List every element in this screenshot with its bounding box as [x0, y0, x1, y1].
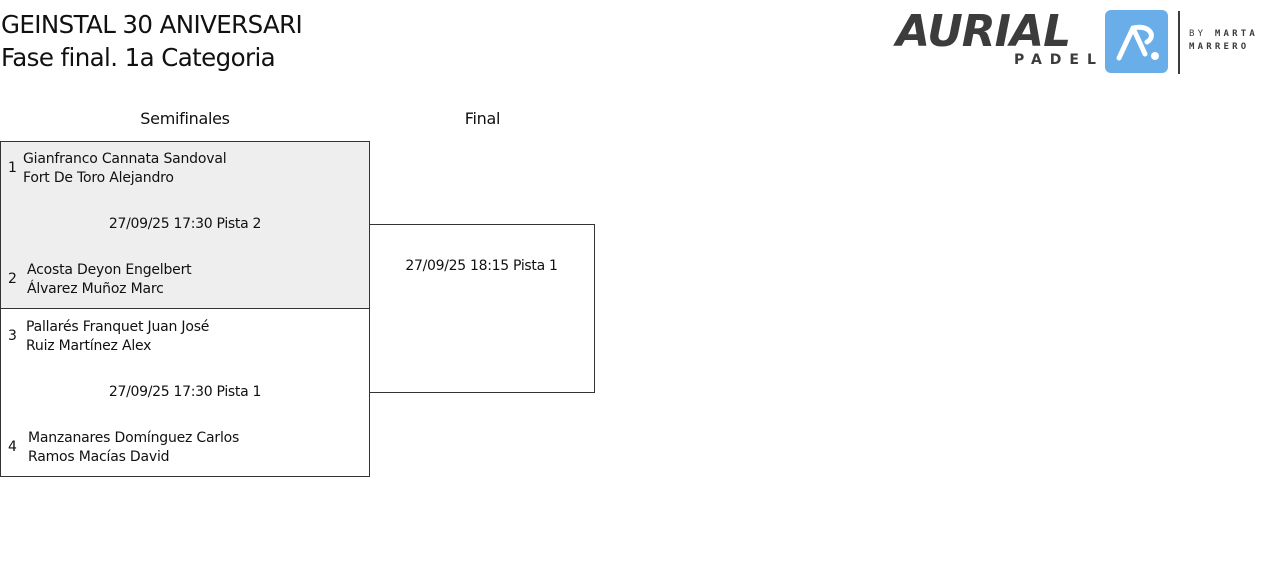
round-header-final: Final — [464, 109, 501, 128]
logo-subtitle: PADEL — [1014, 52, 1104, 68]
player-name: Gianfranco Cannata Sandoval — [23, 151, 227, 167]
player-name: Fort De Toro Alejandro — [23, 170, 174, 186]
final-match[interactable]: 27/09/25 18:15 Pista 1 — [369, 224, 595, 393]
team-seed-4: 4 Manzanares Domínguez Carlos Ramos Mací… — [1, 429, 369, 469]
player-name: Ramos Macías David — [28, 449, 170, 465]
logo-byline: BY MARTA MARRERO — [1189, 28, 1258, 54]
seed-number: 1 — [8, 160, 17, 176]
match-schedule: 27/09/25 18:15 Pista 1 — [405, 258, 558, 274]
logo-wordmark: AURIAL — [896, 6, 1071, 57]
phase-category: Fase final. 1a Categoria — [1, 43, 276, 72]
player-name: Álvarez Muñoz Marc — [27, 281, 164, 297]
seed-number: 2 — [8, 271, 17, 287]
team-seed-1: 1 Gianfranco Cannata Sandoval Fort De To… — [1, 150, 369, 190]
byline-name-1: MARTA — [1214, 29, 1258, 39]
semifinal-match-1[interactable]: 1 Gianfranco Cannata Sandoval Fort De To… — [0, 141, 370, 309]
aurial-padel-logo: AURIAL PADEL BY MARTA MARRERO — [896, 9, 1276, 77]
seed-number: 3 — [8, 328, 17, 344]
byline-prefix: BY — [1189, 29, 1207, 39]
team-seed-3: 3 Pallarés Franquet Juan José Ruiz Martí… — [1, 318, 369, 358]
team-seed-2: 2 Acosta Deyon Engelbert Álvarez Muñoz M… — [1, 261, 369, 301]
byline-name-2: MARRERO — [1189, 42, 1250, 52]
logo-divider — [1178, 11, 1180, 74]
player-name: Ruiz Martínez Alex — [26, 338, 152, 354]
seed-number: 4 — [8, 439, 17, 455]
match-schedule: 27/09/25 17:30 Pista 2 — [108, 216, 262, 232]
round-header-semifinales: Semifinales — [140, 109, 230, 128]
match-schedule: 27/09/25 17:30 Pista 1 — [108, 384, 262, 400]
semifinal-match-2[interactable]: 3 Pallarés Franquet Juan José Ruiz Martí… — [0, 308, 370, 477]
tournament-name: GEINSTAL 30 ANIVERSARI — [1, 10, 303, 39]
player-name: Acosta Deyon Engelbert — [27, 262, 192, 278]
player-name: Pallarés Franquet Juan José — [26, 319, 210, 335]
ap-monogram-icon — [1105, 10, 1168, 73]
page-title: GEINSTAL 30 ANIVERSARI Fase final. 1a Ca… — [1, 8, 303, 74]
player-name: Manzanares Domínguez Carlos — [28, 430, 240, 446]
